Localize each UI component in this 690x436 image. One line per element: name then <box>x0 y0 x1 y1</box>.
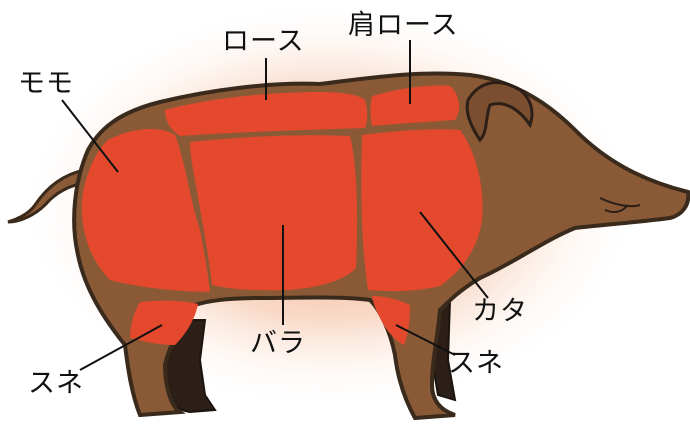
label-sune-front: スネ <box>448 350 504 377</box>
label-kata: カタ <box>472 298 528 325</box>
label-kata-rosu: 肩ロース <box>348 12 459 39</box>
label-rosu: ロース <box>222 28 305 55</box>
cut-bara <box>190 135 357 290</box>
label-bara: バラ <box>250 330 306 357</box>
label-sune-rear: スネ <box>28 370 84 397</box>
label-momo: モモ <box>18 70 74 97</box>
